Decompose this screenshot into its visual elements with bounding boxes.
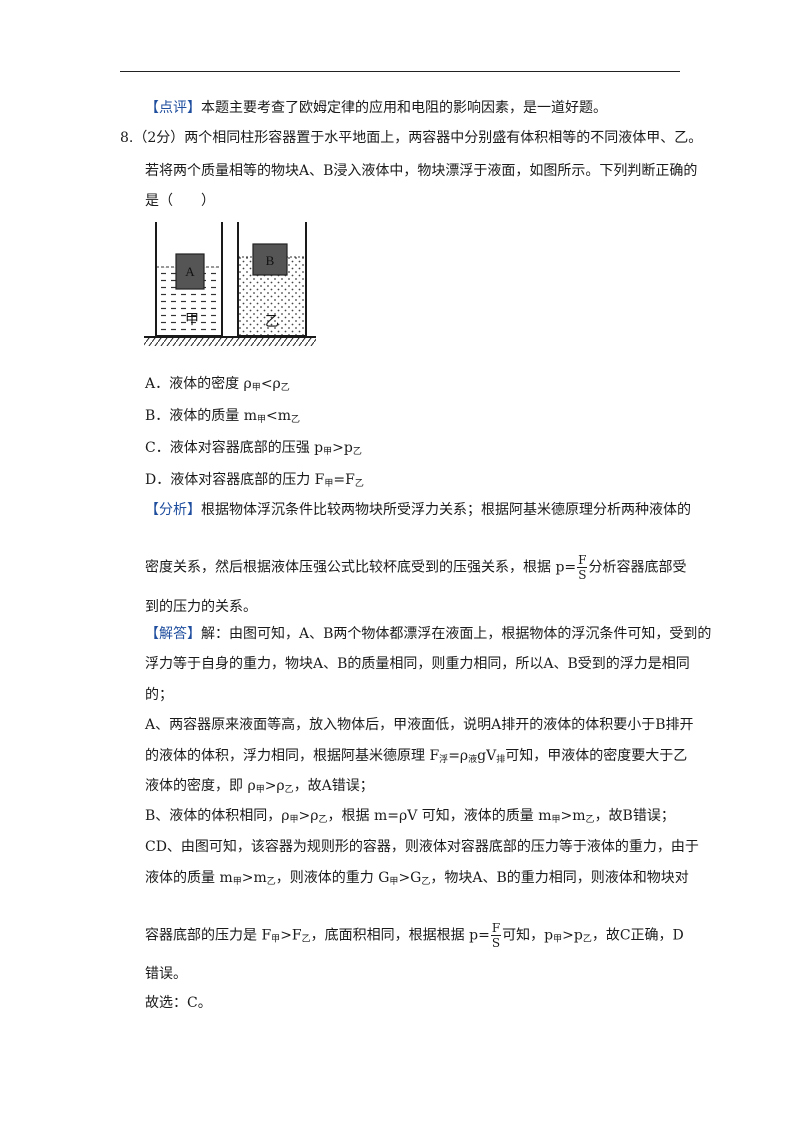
remark-tag: 【点评】 (145, 100, 201, 116)
question-line-2: 若将两个质量相等的物块A、B浸入液体中，物块漂浮于液面，如图所示。下列判断正确的 (145, 163, 698, 179)
liquid-yi-label: 乙 (265, 314, 279, 330)
block-b-label: B (266, 253, 275, 268)
solution-tag: 【解答】 (145, 626, 201, 642)
question-line-3: 是（ ） (145, 193, 215, 209)
solution-line-5: 的液体的体积，浮力相同，根据阿基米德原理 F浮=ρ液gV排可知，甲液体的密度要大… (145, 748, 688, 765)
analysis-tag: 【分析】 (145, 502, 201, 518)
question-line-1: 8.（2分）两个相同柱形容器置于水平地面上，两容器中分别盛有体积相等的不同液体甲… (120, 130, 703, 146)
remark-line: 【点评】本题主要考查了欧姆定律的应用和电阻的影响因素，是一道好题。 (145, 98, 607, 118)
option-d: D．液体对容器底部的压力 F甲=F乙 (145, 472, 364, 489)
solution-line-3: 的； (145, 687, 173, 703)
solution-line-7: B、液体的体积相同，ρ甲>ρ乙，根据 m=ρV 可知，液体的质量 m甲>m乙，故… (145, 808, 675, 825)
solution-line-1: 【解答】解：由图可知，A、B两个物体都漂浮在液面上，根据物体的浮沉条件可知，受到… (145, 626, 712, 642)
liquid-jia-label: 甲 (185, 312, 199, 328)
solution-line-8: CD、由图可知，该容器为规则形的容器，则液体对容器底部的压力等于液体的重力，由于 (145, 839, 699, 855)
option-a: A．液体的密度 ρ甲<ρ乙 (145, 376, 290, 393)
analysis-line-3: 到的压力的关系。 (145, 599, 257, 615)
block-b (252, 243, 288, 276)
block-a-label: A (185, 264, 195, 279)
option-c: C．液体对容器底部的压强 p甲>p乙 (145, 440, 362, 457)
ground-hatching (144, 338, 316, 346)
option-b: B．液体的质量 m甲<m乙 (145, 408, 301, 425)
solution-line-9: 液体的质量 m甲>m乙，则液体的重力 G甲>G乙，物块A、B的重力相同，则液体和… (145, 870, 689, 887)
containers-figure: A B 甲 乙 (144, 222, 316, 346)
solution-line-2: 浮力等于自身的重力，物块A、B的质量相同，则重力相同，所以A、B受到的浮力是相同 (145, 656, 690, 672)
remark-text: 本题主要考查了欧姆定律的应用和电阻的影响因素，是一道好题。 (201, 100, 607, 116)
analysis-line-1: 【分析】根据物体浮沉条件比较两物块所受浮力关系；根据阿基米德原理分析两种液体的 (145, 502, 691, 518)
block-a (175, 253, 205, 290)
header-rule (120, 71, 680, 72)
final-answer: 故选：C。 (145, 995, 212, 1011)
solution-line-4: A、两容器原来液面等高，放入物体后，甲液面低，说明A排开的液体的体积要小于B排开 (145, 717, 694, 733)
solution-line-11: 错误。 (145, 966, 187, 982)
solution-line-6: 液体的密度，即 ρ甲>ρ乙，故A错误； (145, 778, 374, 795)
